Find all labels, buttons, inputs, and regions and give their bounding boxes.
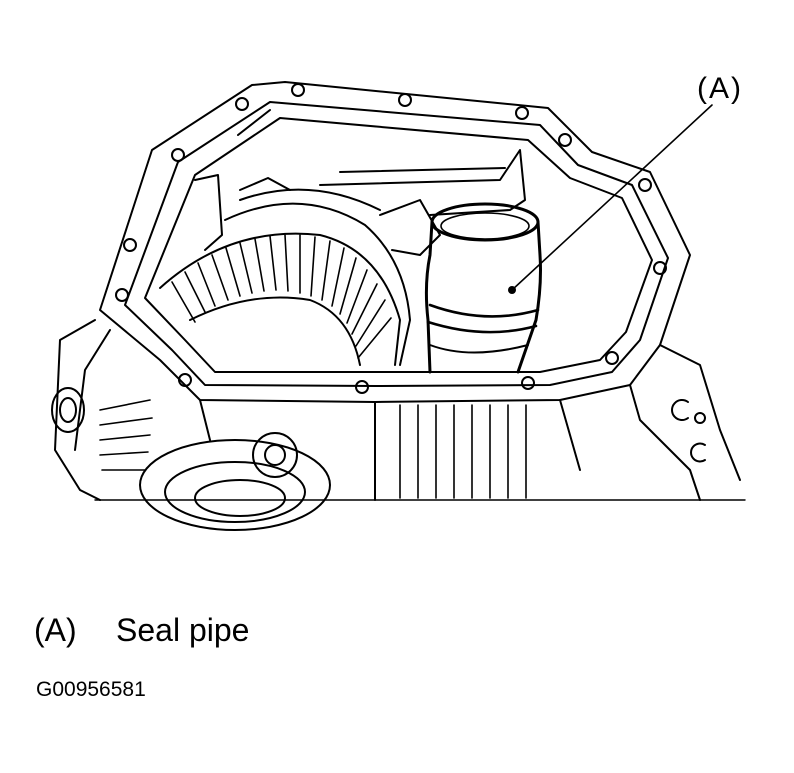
differential-housing: [224, 188, 411, 366]
seal-pipe-top-rim: [430, 202, 540, 242]
left-wall-ribs: [194, 109, 291, 251]
seal-pipe-body-left: [424, 220, 434, 374]
differential-side-bearing: [379, 199, 441, 256]
lower-case-body: [199, 344, 741, 501]
right-side-bolts: [671, 399, 706, 463]
flange-bolt-holes: [115, 83, 667, 394]
ring-gear-outer: [159, 232, 401, 366]
case-inner-lip: [144, 117, 653, 373]
legend-key: (A): [34, 612, 77, 648]
lower-case-ribs: [399, 404, 527, 499]
seal-pipe: [424, 202, 542, 374]
ring-gear-teeth: [171, 234, 392, 359]
case-outer-flange: [99, 81, 691, 403]
case-inner-flange: [124, 101, 669, 387]
rear-wall-baffle: [319, 149, 526, 216]
legend-text: Seal pipe: [116, 612, 250, 648]
seal-pipe-lower: [429, 344, 529, 354]
lower-boss: [252, 432, 298, 478]
left-bolt: [51, 387, 85, 433]
callout-leader-line: [511, 104, 713, 291]
callout-label-a: (A): [697, 72, 743, 105]
ring-gear-inner: [189, 296, 361, 366]
seal-pipe-inner-rim: [440, 212, 530, 240]
transmission-case-illustration: [51, 81, 746, 531]
legend: (A) Seal pipe: [34, 612, 249, 649]
callout-leader-dot: [508, 286, 516, 294]
drive-flange: [139, 432, 331, 531]
seal-pipe-body-right: [516, 220, 542, 374]
left-housing-fins: [99, 399, 153, 471]
left-side-housing: [54, 319, 111, 501]
figure-id: G00956581: [36, 678, 146, 701]
seal-pipe-band: [426, 303, 540, 334]
